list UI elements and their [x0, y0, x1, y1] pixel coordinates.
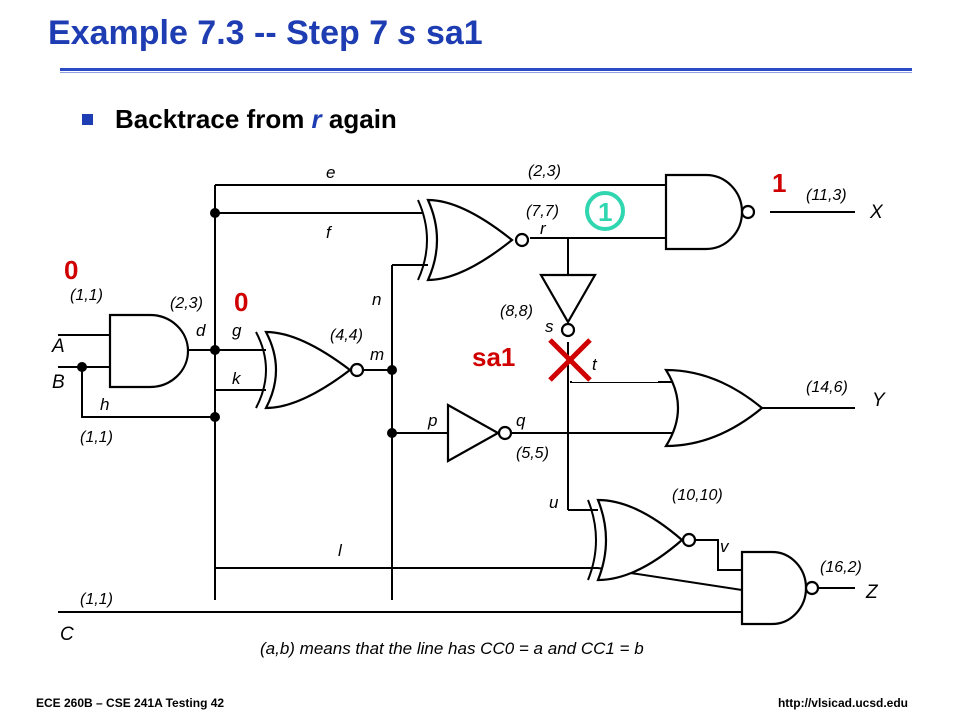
nor-gate-v — [587, 498, 697, 582]
junction-dot — [387, 365, 397, 375]
bullet-text: Backtrace from r again — [115, 104, 397, 135]
inverter-gate-q — [446, 403, 513, 463]
net-label-m: m — [370, 345, 384, 364]
input-label-A: A — [51, 336, 65, 357]
bullet-suffix: again — [321, 104, 397, 134]
nand-gate-x — [664, 173, 756, 251]
net-label-n: n — [372, 290, 381, 309]
value-x-1: 1 — [772, 168, 786, 198]
title-underline-thin — [60, 72, 912, 73]
net-label-s: s — [545, 317, 554, 336]
wire-h — [81, 367, 215, 418]
r-value-circle: 1 — [585, 191, 625, 231]
net-label-q: q — [516, 411, 526, 430]
net-label-t: t — [592, 355, 598, 374]
cc-label-q: (5,5) — [516, 445, 549, 462]
cc-label-d: (2,3) — [170, 295, 203, 312]
net-label-f: f — [326, 223, 333, 242]
bullet-prefix: Backtrace from — [115, 104, 312, 134]
value-r-1: 1 — [598, 197, 612, 227]
cc-label-r: (7,7) — [526, 203, 559, 220]
title-underline — [60, 68, 912, 71]
output-label-Y: Y — [872, 390, 886, 411]
xor-gate-r — [417, 198, 530, 282]
junction-dots — [77, 208, 397, 438]
or-gate-y — [664, 368, 764, 448]
net-label-u: u — [549, 493, 559, 512]
bullet-square-icon — [82, 114, 93, 125]
footer-right: http://vlsicad.ucsd.edu — [777, 696, 908, 710]
value-a-0: 0 — [64, 255, 78, 285]
junction-dot — [210, 208, 220, 218]
fault-x-icon — [548, 338, 592, 382]
bullet-italic: r — [311, 104, 322, 134]
slide-title-suffix: sa1 — [416, 14, 483, 52]
wires — [58, 184, 855, 613]
net-label-k: k — [232, 369, 242, 388]
cc-label-X: (11,3) — [806, 187, 847, 204]
cc-note: (a,b) means that the line has CC0 = a an… — [260, 639, 644, 658]
footer-left: ECE 260B – CSE 241A Testing 42 — [36, 696, 225, 710]
t-mask — [572, 370, 658, 382]
net-label-r: r — [540, 219, 547, 238]
cc-label-A: (1,1) — [70, 287, 103, 304]
cc-label-C: (1,1) — [80, 591, 113, 608]
value-g-0: 0 — [234, 287, 248, 317]
junction-dot — [387, 428, 397, 438]
junction-dot — [77, 362, 87, 372]
net-label-h: h — [100, 395, 109, 414]
cc-label-e: (2,3) — [528, 163, 561, 180]
slide-title-prefix: Example 7.3 -- Step 7 — [48, 14, 398, 52]
bullet-item: Backtrace from r again — [82, 104, 397, 135]
wire-v — [696, 539, 742, 571]
input-label-B: B — [52, 372, 65, 393]
cc-label-m: (4,4) — [330, 327, 363, 344]
cc-label-Z: (16,2) — [820, 559, 862, 576]
cc-label-s: (8,8) — [500, 303, 533, 320]
fault-label-sa1: sa1 — [472, 342, 515, 372]
output-label-X: X — [869, 202, 884, 223]
net-label-d: d — [196, 321, 206, 340]
net-label-p: p — [427, 411, 437, 430]
net-label-g: g — [232, 321, 242, 340]
and-gate-d — [108, 313, 190, 389]
inverter-gate-s — [539, 273, 597, 338]
net-label-l: l — [338, 541, 343, 560]
nand-gate-z — [740, 550, 820, 626]
cc-label-v: (10,10) — [672, 487, 723, 504]
slide-title: Example 7.3 -- Step 7 s sa1 — [48, 14, 483, 53]
cc-label-Y: (14,6) — [806, 379, 848, 396]
junction-dot — [210, 345, 220, 355]
junction-dot — [210, 412, 220, 422]
input-label-C: C — [60, 624, 74, 645]
net-label-e: e — [326, 163, 335, 182]
cc-label-B: (1,1) — [80, 429, 113, 446]
xnor-gate-m — [255, 330, 365, 410]
slide-title-italic: s — [397, 14, 417, 52]
net-label-v: v — [720, 537, 730, 556]
output-label-Z: Z — [865, 582, 879, 603]
